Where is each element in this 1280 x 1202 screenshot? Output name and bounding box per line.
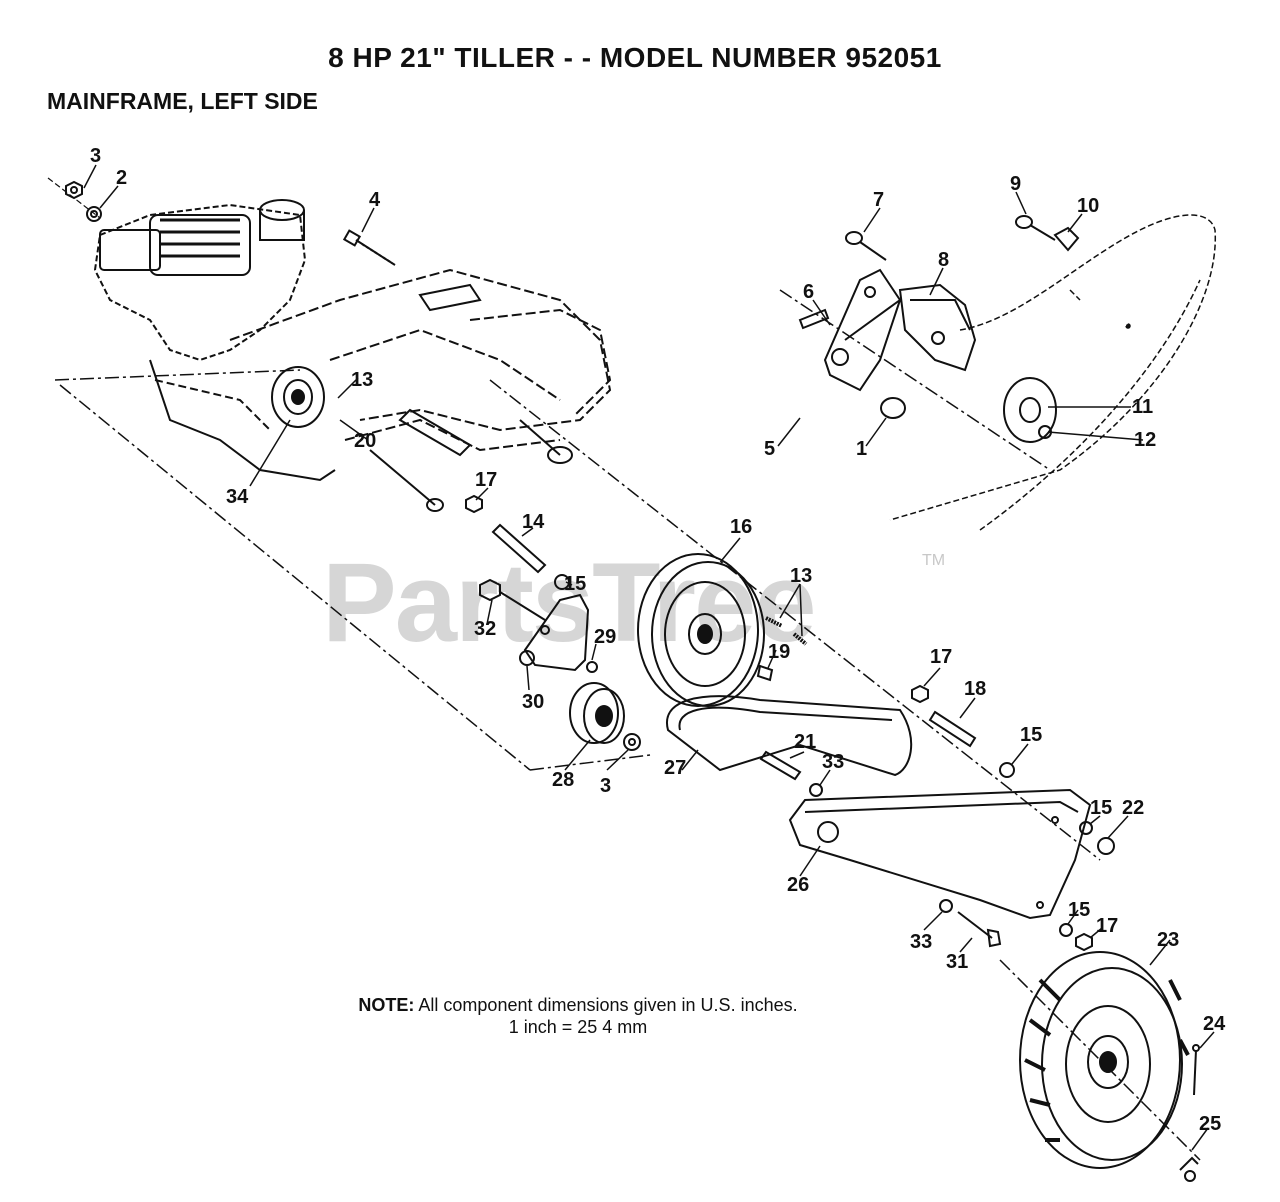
- clip-25: [1179, 1156, 1199, 1182]
- note-label: NOTE:: [358, 995, 415, 1015]
- callout-12: 12: [1134, 429, 1156, 451]
- wheel-tire-23: [1019, 951, 1190, 1169]
- key-19: [756, 664, 774, 682]
- nut-3-top: [65, 180, 83, 200]
- callout-28: 28: [552, 769, 574, 791]
- callout-1: 1: [856, 438, 867, 460]
- callout-34: 34: [226, 486, 249, 508]
- bolt-31: [957, 911, 1002, 948]
- screws-13-lower: [765, 616, 808, 646]
- washer-2: [86, 206, 102, 222]
- callout-23: 23: [1157, 929, 1179, 951]
- callout-14: 14: [522, 511, 545, 533]
- main-frame-outline: [229, 268, 612, 452]
- dimension-note: NOTE: All component dimensions given in …: [298, 994, 858, 1038]
- drive-belt-27: [665, 695, 913, 777]
- nut-10: [1053, 226, 1080, 252]
- leader-lines: [83, 164, 1215, 1151]
- tine-shield-outline: [889, 214, 1216, 531]
- engine-pulley: [271, 366, 325, 428]
- pin-21: [759, 750, 802, 781]
- frame-stub-shafts: [369, 283, 573, 512]
- callout-33-lower: 33: [910, 931, 932, 953]
- callout-26: 26: [787, 874, 809, 896]
- callout-27: 27: [664, 757, 686, 779]
- callout-21: 21: [794, 731, 816, 753]
- callout-31: 31: [946, 951, 968, 973]
- nut-17-left: [465, 494, 483, 514]
- callout-29: 29: [594, 626, 616, 648]
- idler-bracket: [519, 593, 598, 673]
- nut-17-guard: [1075, 932, 1093, 952]
- note-line2: 1 inch = 25 4 mm: [508, 1017, 648, 1037]
- callout-30: 30: [522, 691, 544, 713]
- callout-5: 5: [764, 438, 775, 460]
- bolt-4: [342, 229, 396, 266]
- section-title: MAINFRAME, LEFT SIDE: [47, 88, 318, 114]
- callout-6: 6: [803, 281, 814, 303]
- callout-11: 11: [1132, 396, 1153, 418]
- bolt-32: [479, 578, 546, 621]
- nut-3-lower: [623, 733, 641, 751]
- watermark-trademark: TM: [922, 552, 946, 569]
- callout-3: 3: [90, 145, 101, 167]
- callout-17-left: 17: [475, 469, 497, 491]
- note-line1: All component dimensions given in U.S. i…: [418, 995, 798, 1015]
- callout-10: 10: [1077, 195, 1099, 217]
- callout-33-upper: 33: [822, 751, 844, 773]
- callout-9: 9: [1010, 173, 1021, 195]
- callout-16: 16: [730, 516, 752, 538]
- nut-17-right: [911, 684, 929, 704]
- nut-15-guard-top: [1079, 821, 1093, 835]
- bracket-8: [898, 283, 977, 372]
- belt-guard-26: [788, 788, 1092, 920]
- idler-pulley-28: [569, 682, 625, 744]
- callout-19: 19: [768, 641, 790, 663]
- cap-1: [880, 397, 906, 419]
- engine-drawing: [93, 199, 336, 482]
- bolt-9: [1015, 215, 1056, 241]
- callout-2: 2: [116, 167, 127, 189]
- callout-13-lower: 13: [790, 565, 812, 587]
- callout-22: 22: [1122, 797, 1144, 819]
- callout-17-lower: 17: [1096, 915, 1118, 937]
- callout-17-right: 17: [930, 646, 952, 668]
- callout-15-right: 15: [1020, 724, 1042, 746]
- bolt-7: [845, 231, 887, 261]
- bracket-6: [823, 268, 902, 392]
- callout-8: 8: [938, 249, 949, 271]
- washer-33-upper: [809, 783, 823, 797]
- callout-4: 4: [369, 189, 381, 211]
- washer-33-lower: [939, 899, 953, 913]
- cap-22: [1097, 837, 1115, 855]
- watermark-logo: PartsTree: [322, 540, 817, 665]
- pin-18: [928, 710, 977, 748]
- callout-15-guard: 15: [1090, 797, 1112, 819]
- callout-15-left: 15: [564, 573, 586, 595]
- callout-24: 24: [1203, 1013, 1226, 1035]
- hitch-pin-24: [1192, 1044, 1200, 1096]
- page-title: 8 HP 21" TILLER - - MODEL NUMBER 952051: [328, 42, 942, 73]
- callout-13-upper: 13: [351, 369, 373, 391]
- nut-15-right: [999, 762, 1015, 778]
- callout-32: 32: [474, 618, 496, 640]
- pin-14: [491, 523, 547, 574]
- callout-15-lower: 15: [1068, 899, 1090, 921]
- pin-5: [798, 308, 830, 330]
- callout-3-lower: 3: [600, 775, 611, 797]
- callout-7: 7: [873, 189, 884, 211]
- large-pulley-16: [637, 553, 765, 707]
- callout-labels: 3 2 4 7 9 10 8 6 13 11 12 5 1 20 34 17 1…: [90, 145, 1226, 1135]
- callout-20: 20: [354, 430, 376, 452]
- callout-25: 25: [1199, 1113, 1221, 1135]
- nut-15-guard-bottom: [1059, 923, 1073, 937]
- callout-18: 18: [964, 678, 986, 700]
- nut-15-left: [554, 574, 570, 590]
